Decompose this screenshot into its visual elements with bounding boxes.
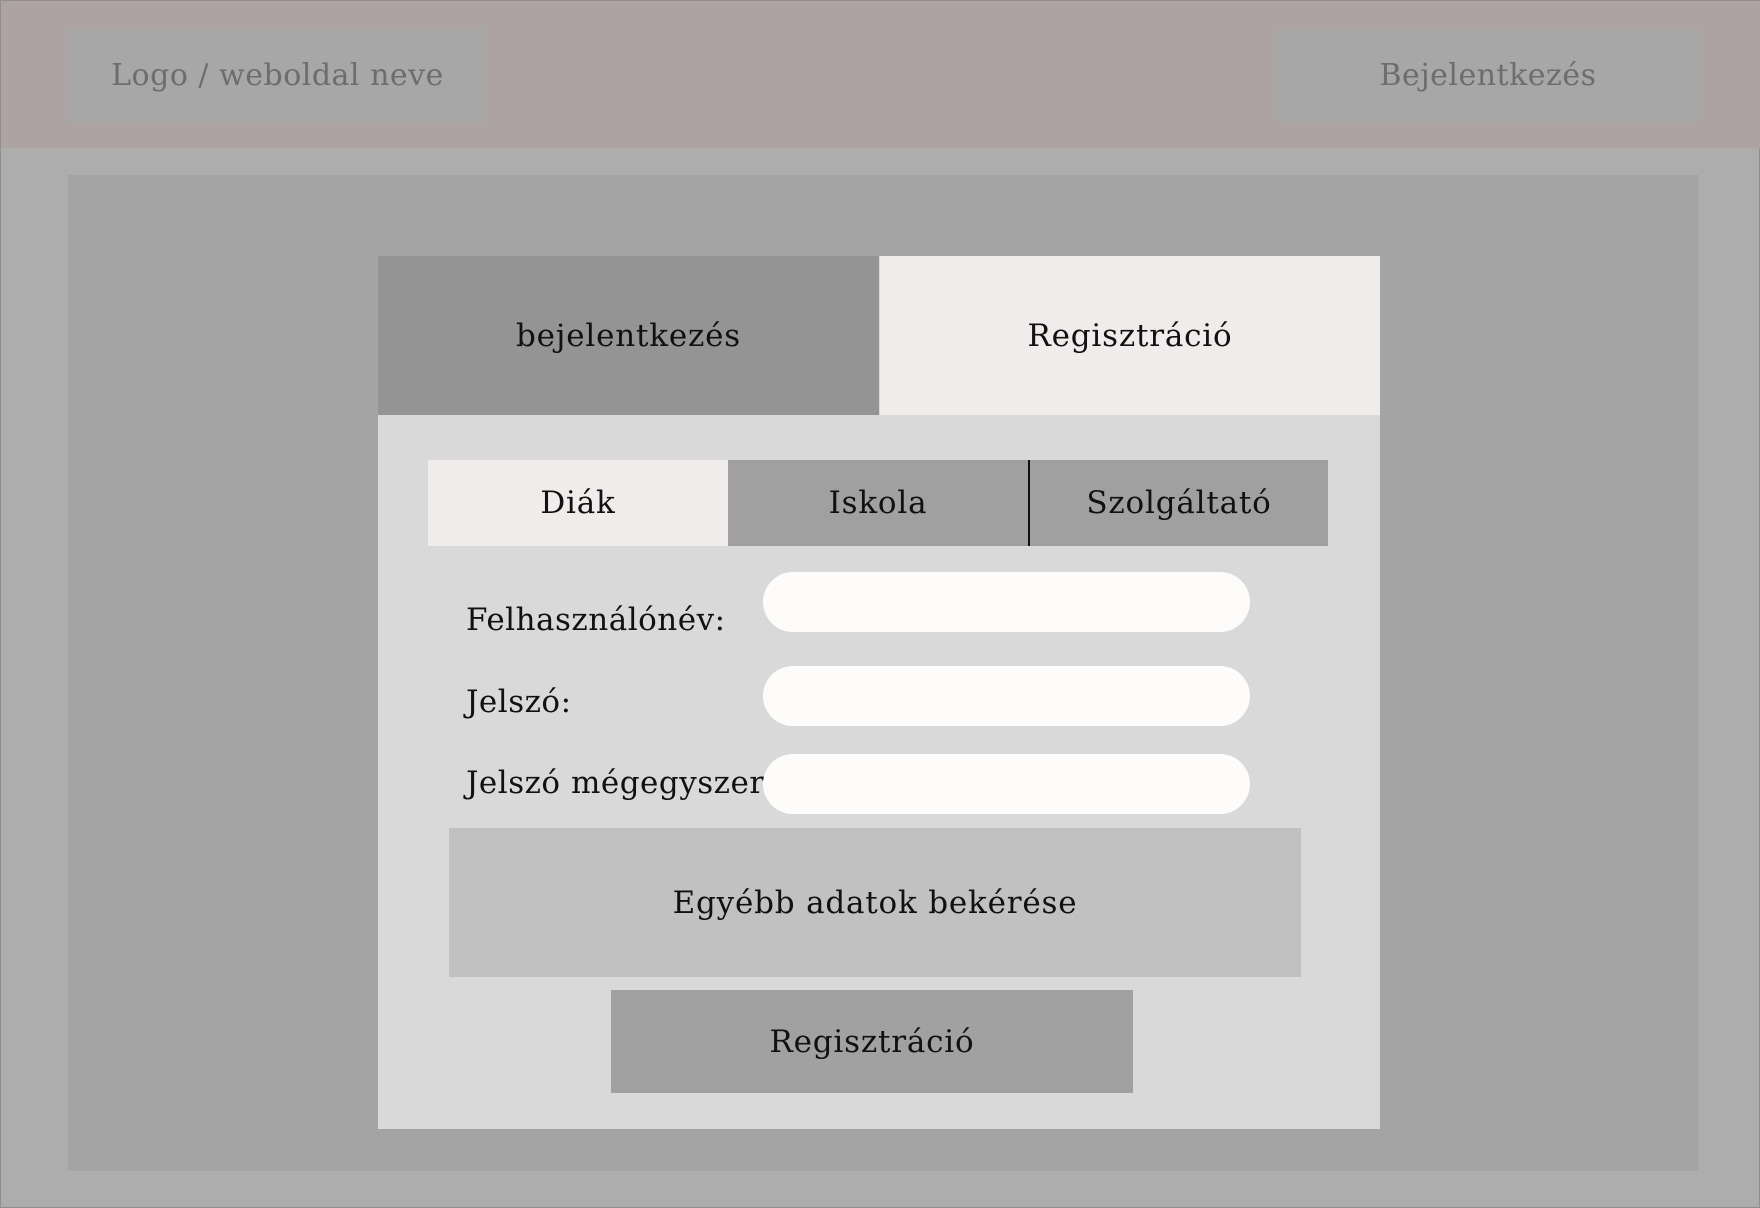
tab-register[interactable]: Regisztráció — [880, 256, 1380, 415]
password-input[interactable] — [763, 666, 1250, 726]
site-logo[interactable]: Logo / weboldal neve — [68, 28, 487, 122]
auth-card: bejelentkezés Regisztráció Diák Iskola S… — [378, 256, 1380, 1129]
subtab-student[interactable]: Diák — [428, 460, 728, 546]
header-login-link[interactable]: Bejelentkezés — [1277, 28, 1699, 122]
password-label: Jelszó: — [466, 684, 572, 720]
register-button[interactable]: Regisztráció — [611, 990, 1133, 1093]
subtab-provider[interactable]: Szolgáltató — [1028, 460, 1328, 546]
site-header: Logo / weboldal neve Bejelentkezés — [1, 1, 1760, 148]
tab-login[interactable]: bejelentkezés — [378, 256, 879, 415]
extra-data-section[interactable]: Egyébb adatok bekérése — [449, 828, 1301, 977]
username-label: Felhasználónév: — [466, 602, 726, 638]
username-input[interactable] — [763, 572, 1250, 632]
password-confirm-label: Jelszó mégegyszer: — [466, 765, 776, 801]
password-confirm-input[interactable] — [763, 754, 1250, 814]
subtab-school[interactable]: Iskola — [728, 460, 1028, 546]
